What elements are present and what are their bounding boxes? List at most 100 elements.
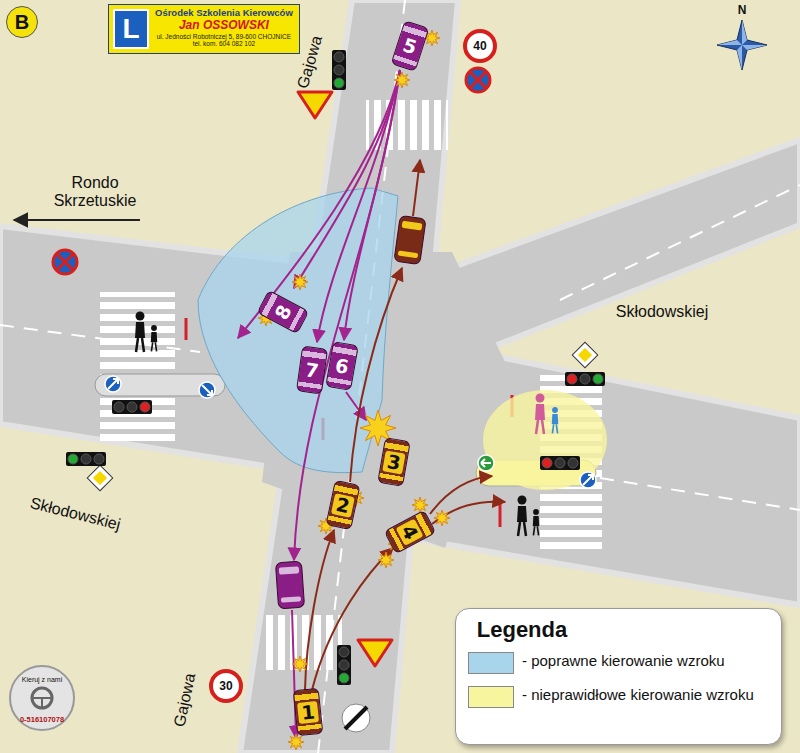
node-text: Ośrodek Szkolenia Kierowców [155, 8, 293, 19]
traffic-lights [66, 50, 605, 685]
traffic-light [555, 458, 565, 468]
island-signs [478, 455, 494, 471]
pedestrian [533, 526, 538, 535]
pedestrian [135, 322, 145, 338]
logo-phone: 0-516107078 [20, 716, 64, 725]
pedestrian [552, 424, 557, 433]
logo-badge [10, 666, 74, 730]
plain-car [402, 221, 423, 231]
traffic-light [540, 456, 580, 470]
plain-car [394, 215, 426, 264]
pedestrian [533, 509, 539, 515]
pedestrian [517, 496, 527, 537]
traffic-light [112, 400, 152, 414]
plain-car [398, 250, 419, 258]
road-signs [93, 471, 107, 485]
stop-lines [185, 318, 188, 340]
traffic-light [334, 78, 344, 88]
logo-badge [10, 666, 74, 730]
legend-text: - nieprawidłowe kierowanie wzroku [522, 686, 772, 704]
pedestrian [552, 407, 559, 433]
traffic-light [66, 452, 106, 466]
island-signs [580, 472, 596, 488]
collision-burst [292, 656, 308, 672]
plain-car [281, 596, 301, 602]
plain-car [275, 561, 304, 609]
pedestrian [533, 509, 540, 535]
node-text: tel. kom. 604 082 102 [155, 40, 293, 47]
page-badge: B [6, 6, 38, 38]
traffic-light [81, 454, 91, 464]
legend-text: - poprawne kierowanie wzroku [522, 652, 772, 670]
traffic-light [339, 647, 349, 657]
traffic-light [66, 452, 106, 466]
logo-badge [32, 698, 52, 708]
pedestrian [517, 506, 527, 522]
street-name: Skłodowskiej [616, 303, 708, 321]
node-text: 8 [272, 302, 295, 323]
node-text: 1 [297, 701, 318, 724]
road-signs [578, 348, 592, 362]
traffic-light [332, 50, 346, 90]
pedestrians [135, 312, 558, 537]
road-signs [572, 342, 597, 367]
direction-label: Rondo Skrzetuskie [35, 174, 155, 211]
learner-plate: L [113, 9, 149, 49]
traffic-light [114, 402, 124, 412]
school-sign: Ośrodek Szkolenia KierowcówJan OSSOWSKIu… [108, 4, 300, 54]
pedestrian [536, 420, 544, 434]
compass-rose [717, 20, 767, 70]
traffic-light [332, 50, 346, 90]
collision-burst [292, 274, 308, 290]
node-text: 40 [473, 39, 486, 53]
node-text: B [15, 11, 29, 34]
compass-rose [717, 40, 742, 45]
traffic-light [334, 52, 344, 62]
road-signs [53, 250, 77, 274]
traffic-light [127, 402, 137, 412]
node-text: 2 [331, 493, 354, 518]
pedestrian [535, 394, 545, 435]
island-signs [199, 382, 215, 398]
traffic-light [140, 402, 150, 412]
plain-car [279, 566, 299, 574]
zebra-crossings [100, 292, 175, 442]
correct-gaze-region [198, 188, 398, 473]
pedestrian [535, 404, 545, 420]
traffic-light [339, 673, 349, 683]
traffic-light [68, 454, 78, 464]
plain-car [275, 561, 304, 609]
road-signs [87, 465, 112, 490]
compass-rose [717, 20, 767, 70]
pedestrian [151, 342, 156, 351]
road-signs [466, 68, 490, 92]
plain-car [394, 215, 426, 264]
pedestrian [151, 325, 158, 351]
road-signs [342, 704, 370, 732]
traffic-light [337, 645, 351, 685]
pedestrian [518, 522, 526, 536]
road-signs [14, 219, 140, 221]
road-signs [470, 72, 486, 88]
pedestrian [536, 394, 545, 403]
traffic-light [542, 458, 552, 468]
traffic-light [565, 372, 605, 386]
traffic-light [339, 660, 349, 670]
road-signs [345, 707, 367, 729]
collision-burst [394, 72, 410, 88]
wrong-gaze-region [483, 390, 607, 490]
traffic-light [580, 374, 590, 384]
traffic-light [568, 458, 578, 468]
road-signs [572, 342, 597, 367]
car-number: 1 [293, 688, 324, 736]
collision-burst [378, 552, 394, 568]
pedestrian [135, 312, 145, 353]
pedestrian [533, 516, 540, 526]
island-signs [583, 475, 593, 485]
brown-trajectories [430, 476, 492, 514]
island-signs [108, 379, 118, 389]
logo-badge [32, 688, 52, 708]
